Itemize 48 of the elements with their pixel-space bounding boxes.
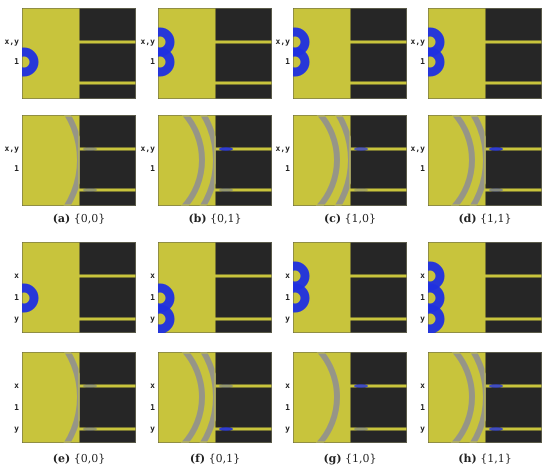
axis-label: y <box>149 424 155 434</box>
panel-caption: (b) {0,1} <box>187 212 243 226</box>
axis-label: x <box>13 381 19 391</box>
axis-label: y <box>149 314 155 324</box>
axis-label: x,y <box>410 144 425 154</box>
panel-caption: (a) {0,0} <box>52 212 106 226</box>
axis-label: x <box>419 271 425 281</box>
axis-label: 1 <box>149 164 155 174</box>
axis-label: 1 <box>419 57 425 67</box>
panel-caption: (g) {1,0} <box>322 452 378 466</box>
axis-label: x <box>419 381 425 391</box>
axis-label: x,y <box>4 37 19 47</box>
axis-label: 1 <box>284 403 290 413</box>
panel-caption: (d) {1,1} <box>457 212 513 226</box>
axis-label: x,y <box>4 144 19 154</box>
axis-label: 1 <box>284 57 290 67</box>
axis-label: 1 <box>149 57 155 67</box>
axis-label: 1 <box>13 293 19 303</box>
axis-label: y <box>13 424 19 434</box>
axis-label: 1 <box>284 293 290 303</box>
axis-label: x <box>284 271 290 281</box>
panel-caption: (e) {0,0} <box>52 452 106 466</box>
axis-label: 1 <box>419 403 425 413</box>
axis-label: x,y <box>274 144 290 154</box>
axis-label: x <box>284 381 290 391</box>
axis-label: x,y <box>140 37 155 47</box>
axis-label: y <box>284 424 290 434</box>
axis-label: y <box>284 314 290 324</box>
axis-label: 1 <box>149 293 155 303</box>
axis-label: y <box>419 424 425 434</box>
panel-caption: (h) {1,1} <box>457 452 513 466</box>
axis-label: x,y <box>274 37 290 47</box>
axis-label: 1 <box>149 403 155 413</box>
panel-caption: (c) {1,0} <box>322 212 378 226</box>
axis-label: 1 <box>13 164 19 174</box>
axis-label: x <box>149 381 155 391</box>
axis-label: x <box>149 271 155 281</box>
axis-label: 1 <box>284 164 290 174</box>
axis-label: 1 <box>13 57 19 67</box>
axis-label: 1 <box>419 164 425 174</box>
axis-label: x,y <box>140 144 155 154</box>
panel-caption: (f) {0,1} <box>188 452 242 466</box>
axis-label: y <box>13 314 19 324</box>
axis-label: 1 <box>419 293 425 303</box>
axis-label: y <box>419 314 425 324</box>
axis-label: x,y <box>410 37 425 47</box>
axis-label: 1 <box>13 403 19 413</box>
axis-label: x <box>13 271 19 281</box>
